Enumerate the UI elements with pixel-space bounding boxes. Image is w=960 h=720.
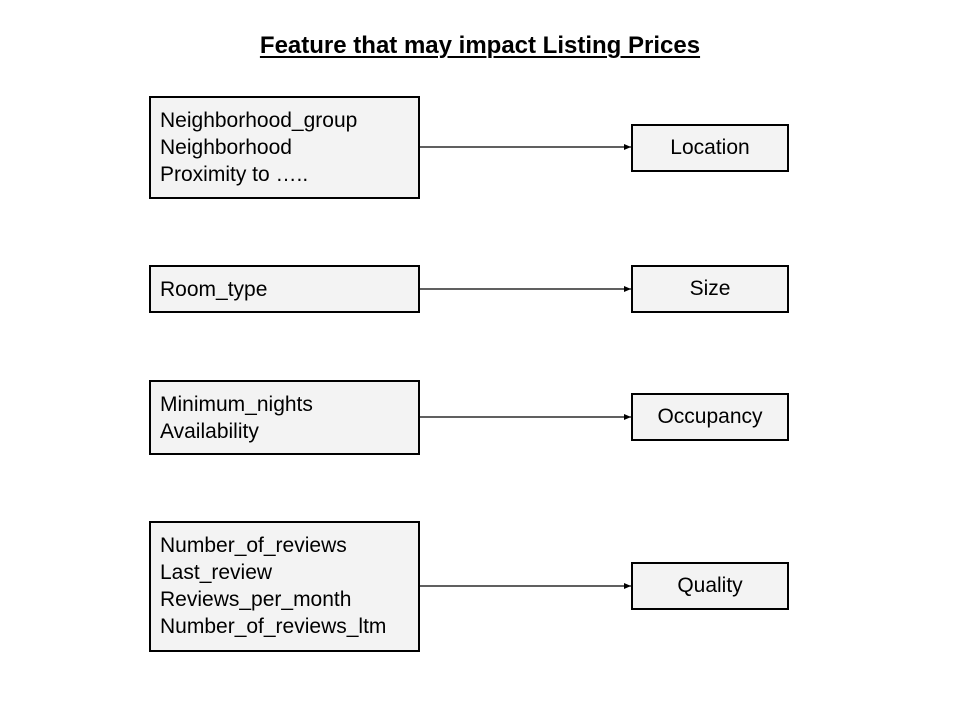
- category-box-location: Location: [631, 124, 789, 172]
- feature-box-occupancy: Minimum_nights Availability: [149, 380, 420, 455]
- category-box-quality: Quality: [631, 562, 789, 610]
- feature-label: Room_type: [160, 278, 268, 301]
- feature-label: Neighborhood_group: [160, 109, 358, 132]
- feature-label: Proximity to …..: [160, 163, 309, 186]
- category-box-size: Size: [631, 265, 789, 313]
- feature-box-size: Room_type: [149, 265, 420, 313]
- feature-label: Number_of_reviews: [160, 534, 347, 557]
- feature-box-quality: Number_of_reviews Last_review Reviews_pe…: [149, 521, 420, 652]
- category-box-occupancy: Occupancy: [631, 393, 789, 441]
- feature-label: Minimum_nights: [160, 393, 313, 416]
- feature-label: Number_of_reviews_ltm: [160, 615, 387, 638]
- diagram-title: Feature that may impact Listing Prices: [259, 32, 701, 59]
- feature-box-location: Neighborhood_group Neighborhood Proximit…: [149, 96, 420, 199]
- feature-label: Reviews_per_month: [160, 588, 352, 611]
- feature-label: Last_review: [160, 561, 273, 584]
- feature-label: Neighborhood: [160, 136, 292, 159]
- feature-label: Availability: [160, 420, 259, 443]
